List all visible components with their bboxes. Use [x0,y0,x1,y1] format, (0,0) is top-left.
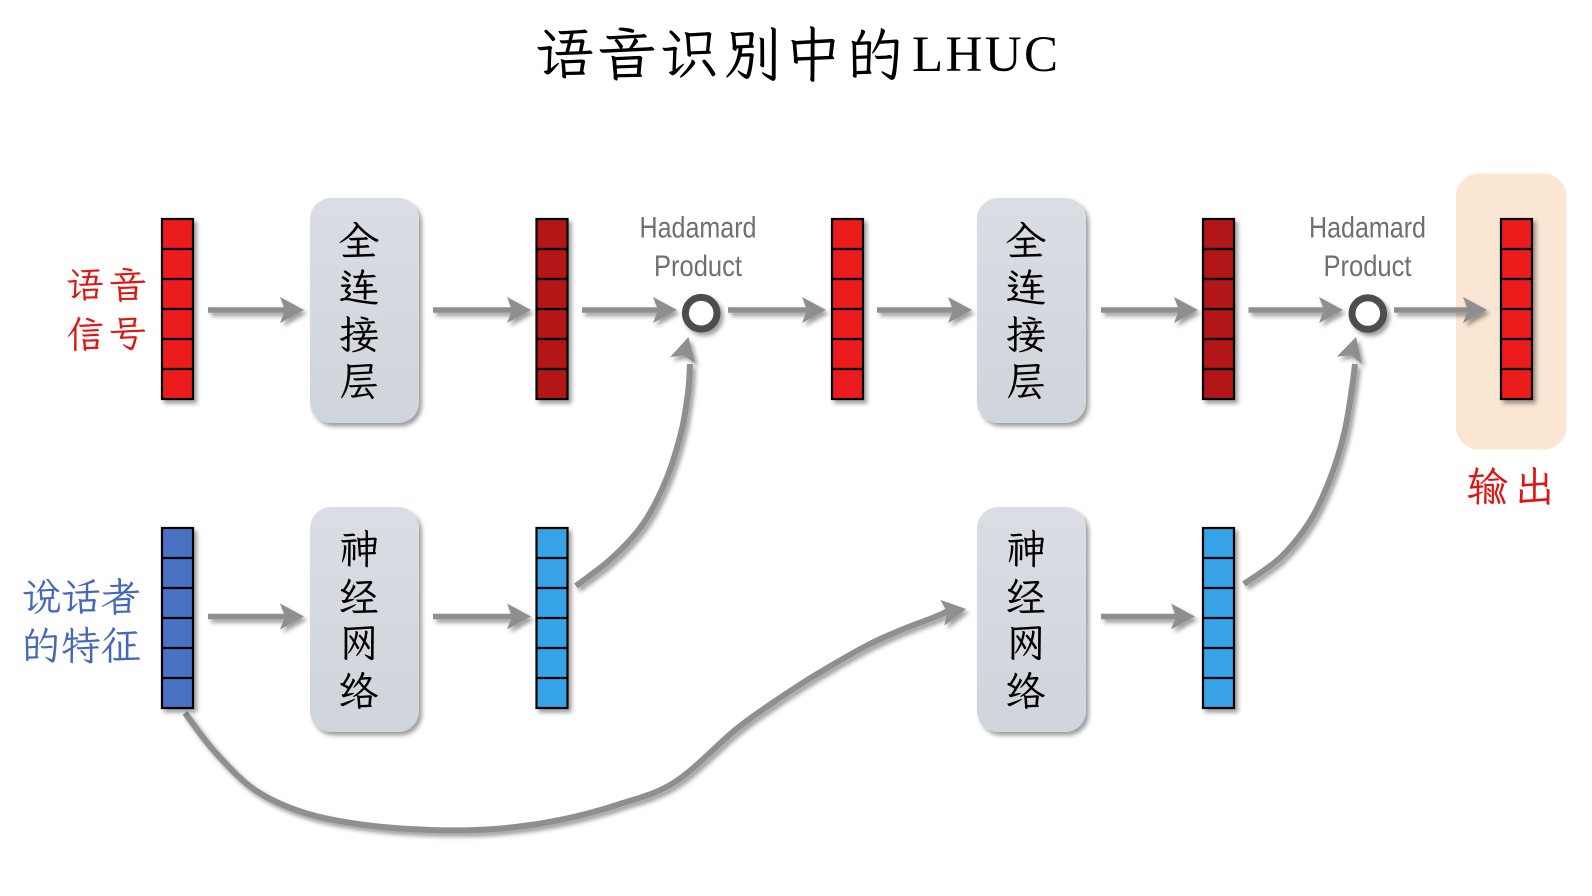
svg-text:Product: Product [1324,250,1413,283]
svg-text:Product: Product [654,250,743,283]
svg-text:LHUC: LHUC [912,27,1058,83]
svg-text:Hadamard: Hadamard [1309,212,1426,245]
svg-text:Hadamard: Hadamard [640,212,757,245]
